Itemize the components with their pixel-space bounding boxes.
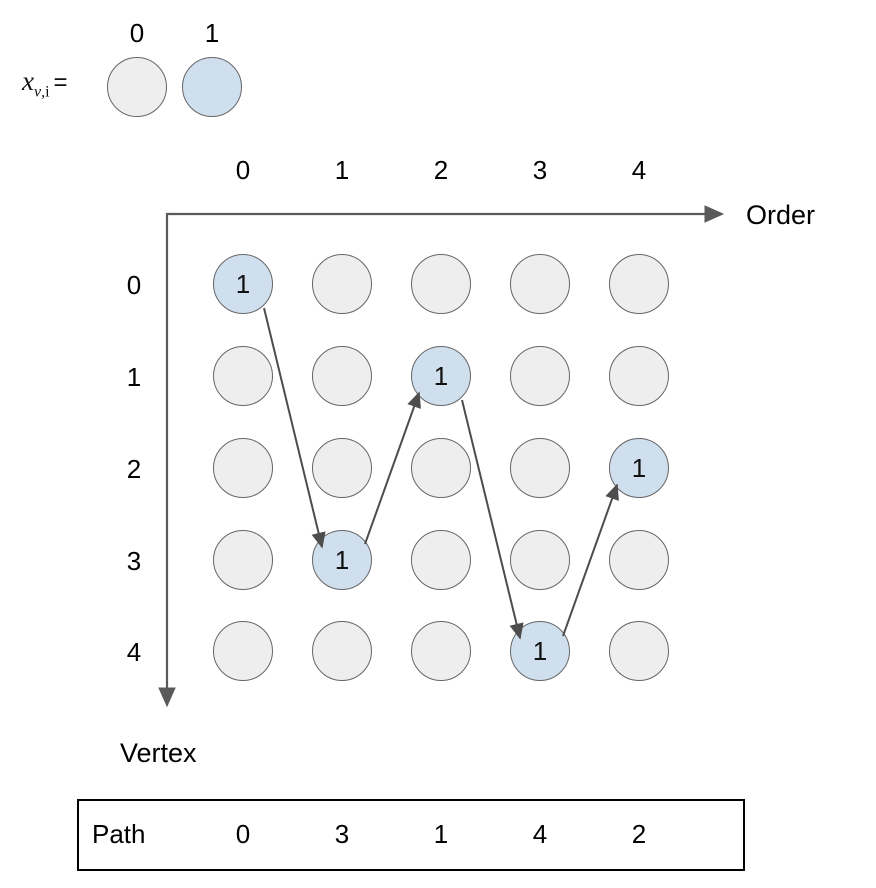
transition-arrow-1-to-4 — [461, 399, 524, 640]
path-table-value-2: 1 — [433, 819, 449, 849]
grid-node-r2-c0[interactable] — [213, 438, 273, 498]
legend-swatch-one — [182, 57, 242, 117]
path-table-value-1: 3 — [334, 819, 350, 849]
legend-swatch-zero — [107, 57, 167, 117]
grid-node-r3-c4[interactable] — [609, 530, 669, 590]
grid-node-r1-c0[interactable] — [213, 346, 273, 406]
grid-node-r4-c2[interactable] — [411, 621, 471, 681]
grid-node-r0-c2[interactable] — [411, 254, 471, 314]
grid-node-r1-c3[interactable] — [510, 346, 570, 406]
path-table-title: Path — [92, 819, 146, 849]
column-header-4: 4 — [631, 155, 647, 185]
row-header-3: 3 — [126, 546, 142, 576]
grid-node-r3-c0[interactable] — [213, 530, 273, 590]
legend-equals-sign: = — [53, 69, 68, 96]
grid-node-r0-c0[interactable]: 1 — [213, 254, 273, 314]
grid-node-r1-c4[interactable] — [609, 346, 669, 406]
legend-key-label-0: 0 — [129, 18, 145, 48]
grid-node-r2-c1[interactable] — [312, 438, 372, 498]
legend-symbol-subscript: v,i — [34, 83, 50, 100]
grid-node-r4-c4[interactable] — [609, 621, 669, 681]
row-header-4: 4 — [126, 637, 142, 667]
path-table — [77, 799, 745, 871]
path-table-value-0: 0 — [235, 819, 251, 849]
grid-node-r3-c2[interactable] — [411, 530, 471, 590]
column-header-2: 2 — [433, 155, 449, 185]
grid-node-r0-c3[interactable] — [510, 254, 570, 314]
legend-key-label-1: 1 — [204, 18, 220, 48]
grid-node-r0-c1[interactable] — [312, 254, 372, 314]
grid-node-r2-c2[interactable] — [411, 438, 471, 498]
legend-subscript-comma: , — [41, 83, 46, 101]
row-header-1: 1 — [126, 362, 142, 392]
column-header-1: 1 — [334, 155, 350, 185]
row-header-2: 2 — [126, 454, 142, 484]
grid-node-r0-c4[interactable] — [609, 254, 669, 314]
column-header-3: 3 — [532, 155, 548, 185]
legend-subscript-index: i — [45, 83, 50, 101]
column-header-0: 0 — [235, 155, 251, 185]
axis-label-vertex: Vertex — [120, 738, 197, 768]
grid-node-r1-c1[interactable] — [312, 346, 372, 406]
grid-node-r1-c2[interactable]: 1 — [411, 346, 471, 406]
row-header-0: 0 — [126, 270, 142, 300]
grid-node-r4-c0[interactable] — [213, 621, 273, 681]
legend-symbol-base: x — [22, 66, 34, 96]
grid-node-r2-c4[interactable]: 1 — [609, 438, 669, 498]
transition-arrow-0-to-3 — [263, 307, 326, 549]
axis-label-order: Order — [746, 200, 816, 230]
grid-node-r4-c1[interactable] — [312, 621, 372, 681]
grid-node-r3-c1[interactable]: 1 — [312, 530, 372, 590]
path-table-value-3: 4 — [532, 819, 548, 849]
legend-variable-label: xv,i= — [22, 66, 68, 101]
grid-node-r2-c3[interactable] — [510, 438, 570, 498]
grid-node-r4-c3[interactable]: 1 — [510, 621, 570, 681]
grid-node-r3-c3[interactable] — [510, 530, 570, 590]
legend-subscript-vertex: v — [33, 83, 42, 101]
path-table-value-4: 2 — [631, 819, 647, 849]
